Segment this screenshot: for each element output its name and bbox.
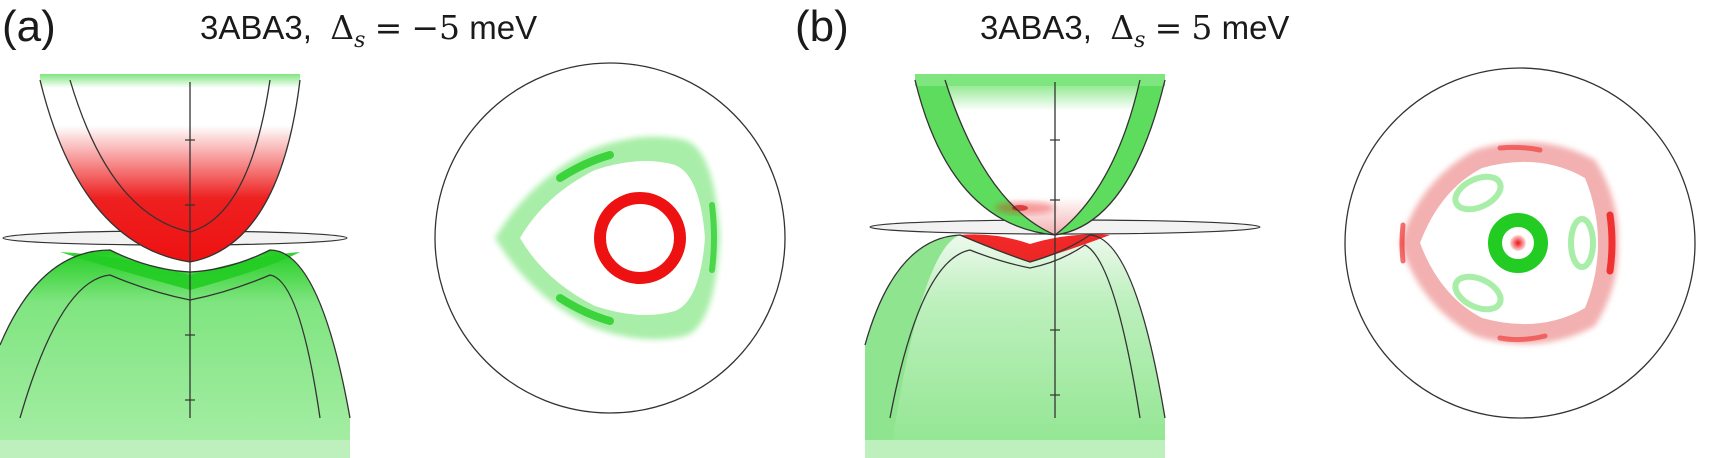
panel-b-equals: = — [1154, 8, 1183, 47]
panel-b-unit: meV — [1221, 9, 1290, 46]
panel-a-label: (a) — [2, 2, 56, 51]
panel-a-band-structure — [0, 74, 351, 458]
panel-a-value: −5 — [411, 8, 461, 47]
panel-a-title: 3ABA3, Δs = −5 meV — [200, 8, 538, 53]
panel-b-title: 3ABA3, Δs = 5 meV — [980, 8, 1290, 53]
panel-b-value: 5 — [1191, 8, 1213, 47]
panel-b-delta-subscript: s — [1134, 28, 1146, 53]
panel-b-contour — [1344, 67, 1696, 419]
panel-b-band-structure — [864, 74, 1261, 458]
panel-b-label: (b) — [795, 2, 849, 51]
panel-a-contour — [434, 62, 786, 414]
panel-a-title-prefix: 3ABA3, — [200, 9, 312, 46]
panel-a-delta-symbol: Δ — [330, 8, 355, 47]
panel-b-delta-symbol: Δ — [1110, 8, 1135, 47]
panel-b-title-prefix: 3ABA3, — [980, 9, 1092, 46]
panel-a-equals: = — [374, 8, 403, 47]
panel-a-unit: meV — [469, 9, 538, 46]
panel-a-delta-subscript: s — [354, 28, 366, 53]
